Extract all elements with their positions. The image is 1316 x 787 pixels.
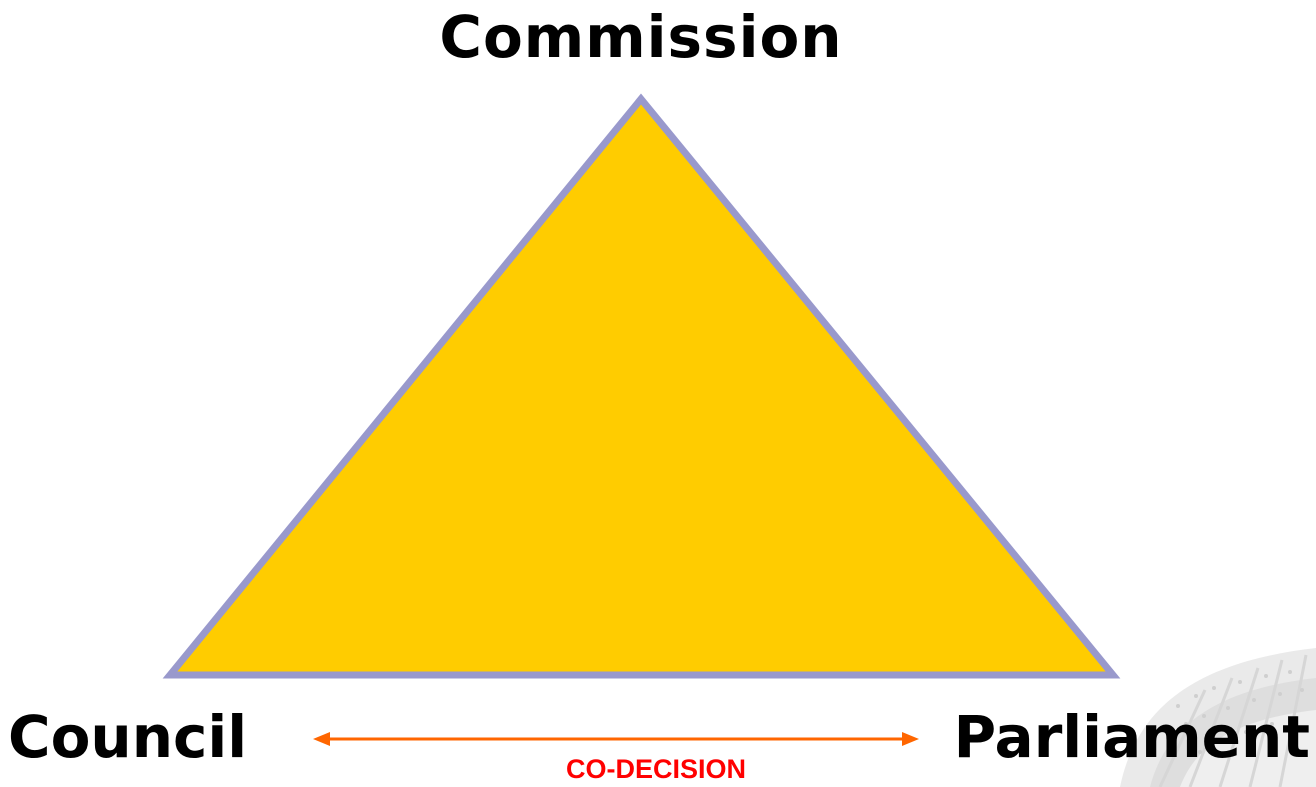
parliament-building-watermark-icon [1120,648,1316,787]
arrowhead-left-icon [313,732,330,746]
co-decision-label: CO-DECISION [566,754,747,784]
node-label-council: Council [8,703,248,771]
node-label-commission: Commission [439,3,843,71]
node-label-parliament: Parliament [953,703,1310,771]
institutional-triangle [162,93,1121,679]
arrowhead-right-icon [902,732,919,746]
co-decision-arrow [313,732,919,746]
